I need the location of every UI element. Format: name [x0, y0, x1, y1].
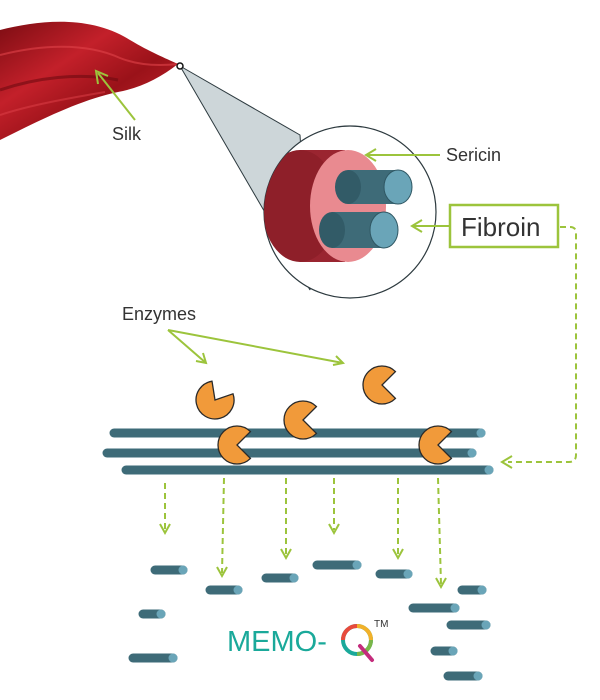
silk-arrow: [97, 72, 136, 121]
cleavage-arrow-1: [159, 483, 171, 536]
callout-origin-dot: [176, 62, 184, 70]
memo-q-logo: MEMO- TM: [227, 619, 388, 662]
enzyme-2: [283, 400, 318, 440]
cleavage-arrow-3: [280, 478, 292, 561]
cleavage-arrow-6: [435, 477, 447, 590]
fragment-ends: [156, 560, 491, 681]
fiber-cross-section: [263, 125, 437, 299]
cleavage-arrow-2: [216, 477, 228, 579]
cleavage-arrow-5: [392, 478, 404, 561]
enzymes-arrow-left: [167, 329, 207, 364]
fibroin-cylinder-bottom: [319, 211, 399, 249]
enzyme-4: [217, 425, 252, 465]
cleavage-arrow-4: [328, 478, 340, 536]
cleavage-arrows: [159, 477, 447, 590]
logo-trademark: TM: [374, 619, 388, 630]
enzymes-label: Enzymes: [122, 304, 196, 324]
sericin-label: Sericin: [446, 145, 501, 165]
silk-ribbon: [0, 21, 179, 140]
fibroin-cylinder-top: [335, 169, 413, 205]
enzyme-5: [418, 425, 453, 465]
fibroin-label-box: [448, 203, 560, 249]
enzymes: [195, 365, 453, 465]
enzyme-3: [362, 365, 397, 405]
enzymes-arrow-right: [167, 329, 344, 364]
enzyme-1: [195, 380, 235, 420]
fibroin-to-chains-connector: [508, 226, 577, 463]
peptide-fragments: [128, 560, 491, 681]
logo-q-mark: [341, 624, 374, 662]
silk-label: Silk: [112, 124, 142, 144]
logo-prefix: MEMO-: [227, 626, 327, 658]
fibroin-label: Fibroin: [461, 212, 540, 242]
